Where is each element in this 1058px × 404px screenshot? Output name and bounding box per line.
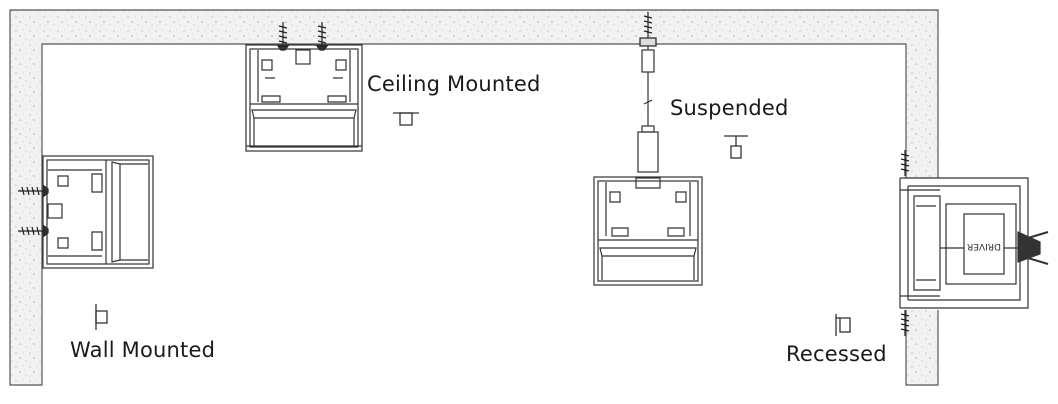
wall-mount-symbol <box>95 304 108 330</box>
ceiling-mounted-label: Ceiling Mounted <box>367 72 541 96</box>
recessed-symbol <box>835 314 851 336</box>
recessed-profile: DRIVER <box>899 150 1049 336</box>
driver-label: DRIVER <box>967 241 1001 251</box>
suspended-label: Suspended <box>670 96 789 120</box>
anchor-screw-icon <box>639 12 657 47</box>
ceiling-mount-symbol <box>393 112 419 126</box>
suspended-symbol <box>724 135 748 159</box>
wall-mounted-label: Wall Mounted <box>70 338 216 362</box>
ceiling-mounted-profile <box>245 22 363 152</box>
recessed-label: Recessed <box>786 342 887 366</box>
concrete-structure <box>9 9 939 386</box>
wall-mounted-profile <box>18 155 154 269</box>
screw-icon <box>900 310 910 336</box>
suspended-profile <box>593 12 703 286</box>
screw-icon <box>900 150 910 176</box>
